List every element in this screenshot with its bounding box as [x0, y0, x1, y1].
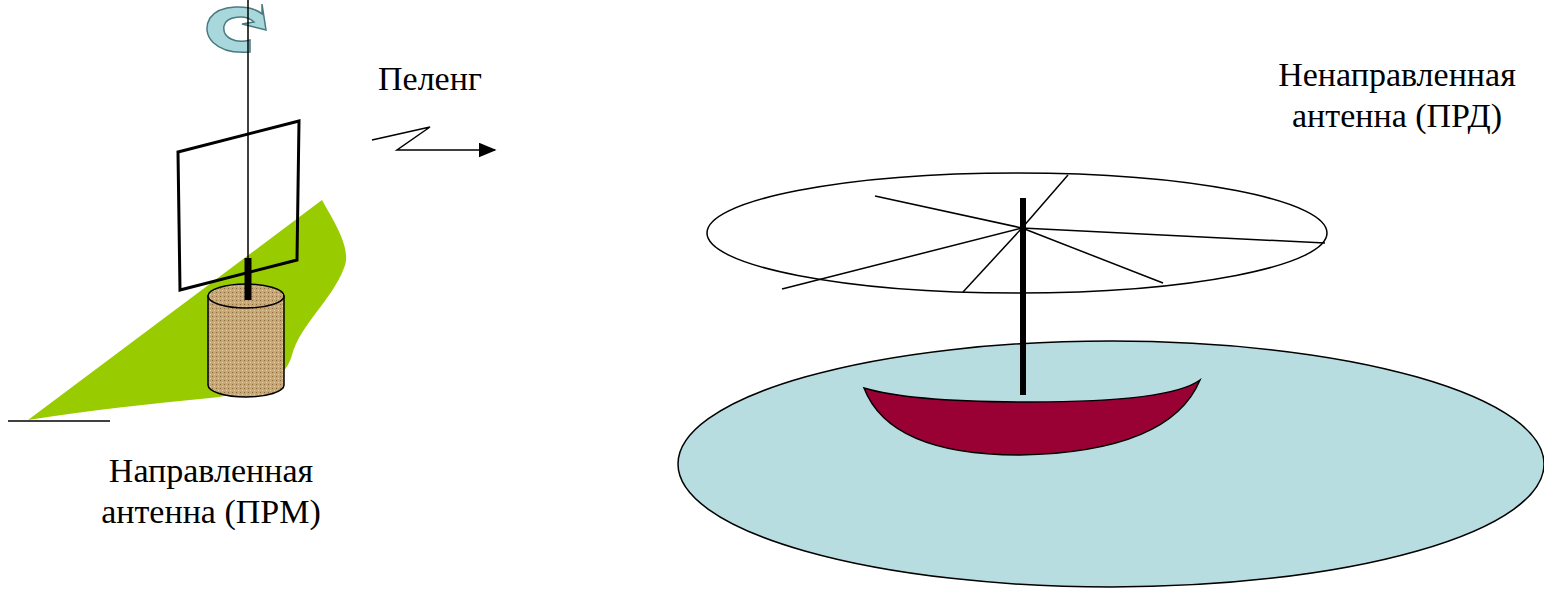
cylinder-base [208, 296, 284, 397]
water [678, 341, 1544, 587]
antenna-mast [245, 258, 252, 300]
umbrella-spokes [782, 175, 1325, 292]
bearing-label: Пеленг [378, 58, 518, 99]
ground-line [8, 420, 110, 422]
umbrella-ring [707, 173, 1327, 293]
transmitter-label: Ненаправленная антенна (ПРД) [1262, 54, 1532, 136]
rotation-arrow [207, 4, 266, 52]
receiver-label: Направленная антенна (ПРМ) [76, 450, 346, 532]
loop-antenna [178, 121, 299, 290]
boat [864, 380, 1200, 455]
bearing-arrow [372, 127, 495, 150]
transmitter-mast [1020, 198, 1026, 395]
